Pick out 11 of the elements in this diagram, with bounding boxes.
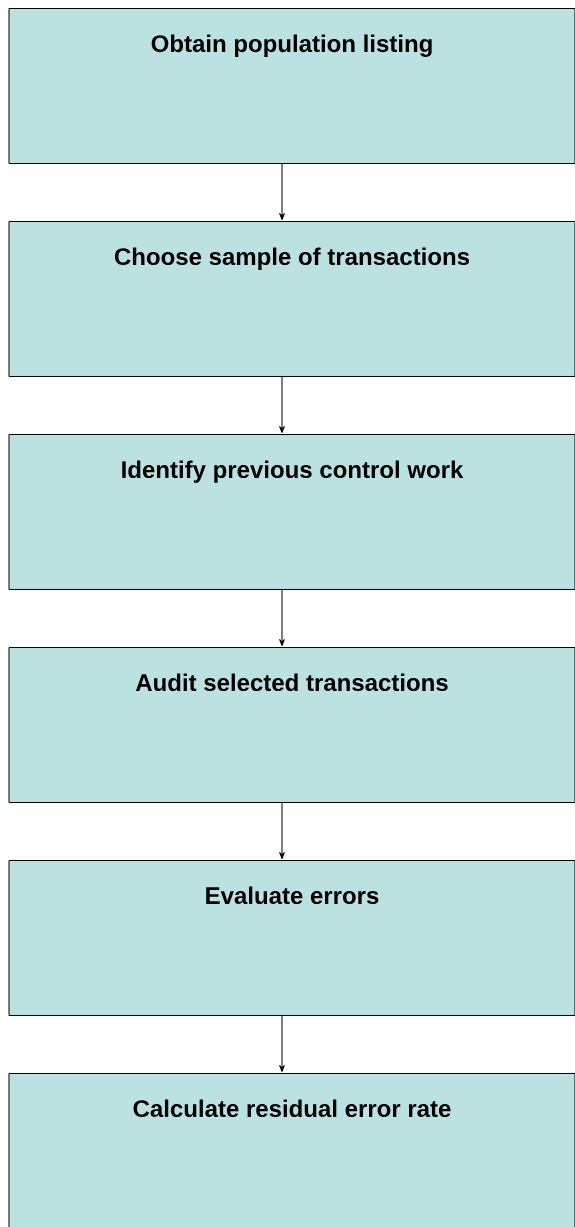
arrow	[279, 376, 285, 434]
arrow	[279, 163, 285, 221]
process-box: Evaluate errors	[8, 860, 575, 1016]
arrow	[279, 589, 285, 647]
process-box: Calculate residual error rate	[8, 1073, 575, 1227]
process-box: Audit selected transactions	[8, 647, 575, 803]
process-box: Identify previous control work	[8, 434, 575, 590]
process-box: Choose sample of transactions	[8, 221, 575, 377]
process-box: Obtain population listing	[8, 8, 575, 164]
arrow	[279, 1015, 285, 1073]
arrow	[279, 802, 285, 860]
